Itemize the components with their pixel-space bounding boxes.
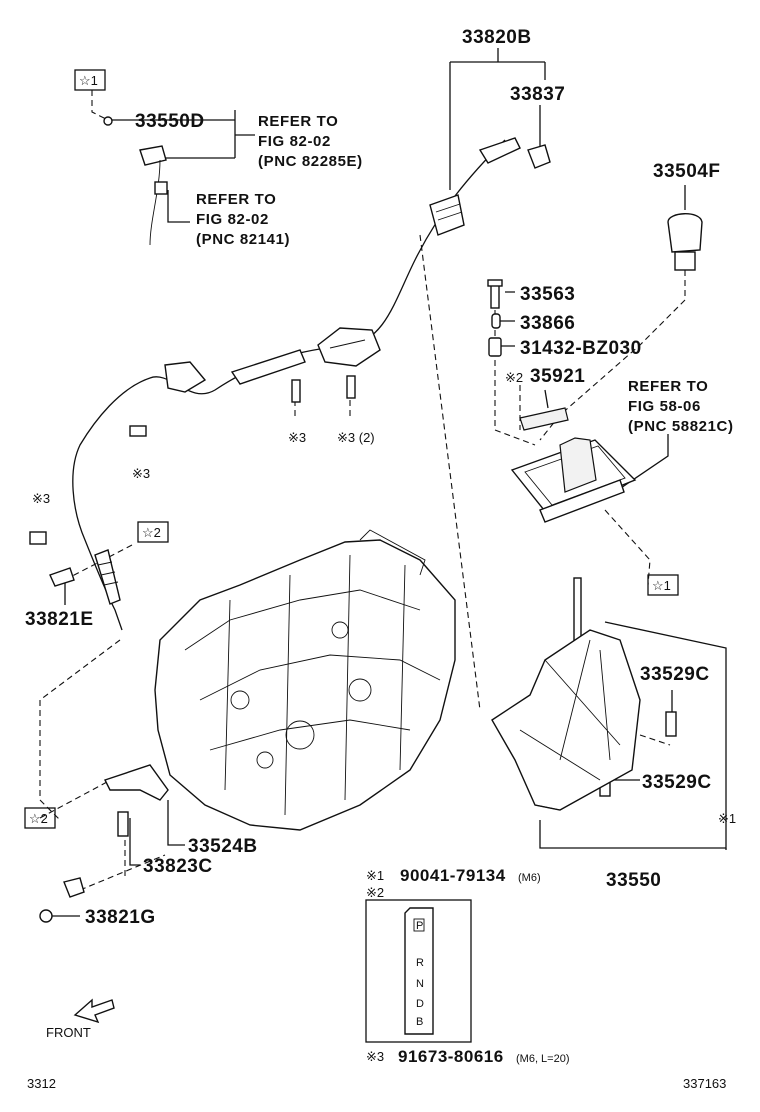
label-33837: 33837 (510, 84, 565, 105)
marker-kome2-35921: ※2 (505, 370, 523, 385)
label-33529C-upper: 33529C (640, 664, 710, 685)
marker-kome3-bolt-d: ※3 (32, 491, 50, 506)
marker-boxes (24, 69, 679, 829)
marker-star2-bracket: ☆2 (29, 811, 48, 826)
refer-58821C-line1: REFER TO (628, 378, 708, 395)
marker-star1-lever: ☆1 (652, 578, 671, 593)
label-31432-BZ030: 31432-BZ030 (520, 338, 642, 359)
label-33550: 33550 (606, 870, 661, 891)
front-arrow-icon (73, 998, 115, 1024)
marker-kome3-bolt-b: ※3 (2) (337, 430, 375, 445)
legend-k3-spec: (M6, L=20) (516, 1053, 570, 1065)
part-labels: 33820B 33837 33550D 33504F 33563 33866 3… (25, 27, 720, 928)
label-33524B: 33524B (188, 836, 258, 857)
label-33823C: 33823C (143, 856, 213, 877)
plate-letter-r: R (416, 957, 424, 969)
refer-82285E-line2: FIG 82-02 (258, 133, 331, 150)
label-33504F: 33504F (653, 161, 720, 182)
marker-star2-cable: ☆2 (142, 525, 161, 540)
legend-k2-mark: ※2 (366, 885, 384, 900)
legend-k1-mark: ※1 (366, 868, 384, 883)
shift-cable (72, 137, 521, 631)
marker-kome3-bolt-c: ※3 (132, 466, 150, 481)
refer-82141-line2: FIG 82-02 (196, 211, 269, 228)
legend-k1-part: 90041-79134 (400, 866, 506, 885)
plate-letter-b: B (416, 1016, 423, 1028)
refer-labels: REFER TO FIG 82-02 (PNC 82285E) REFER TO… (196, 113, 734, 435)
legend-plate (365, 899, 472, 1043)
corner-label-left: 3312 (27, 1076, 56, 1091)
legend-labels: ※1 90041-79134 (M6) ※2 ※3 91673-80616 (M… (366, 866, 570, 1066)
legend-k1-spec: (M6) (518, 872, 541, 884)
callout-lines (52, 48, 727, 917)
refer-58821C-line2: FIG 58-06 (628, 398, 701, 415)
legend-k3-mark: ※3 (366, 1049, 384, 1064)
label-33550D: 33550D (135, 111, 205, 132)
refer-82141-line1: REFER TO (196, 191, 276, 208)
shift-lever-assembly (491, 437, 641, 811)
corner-label-right: 337163 (683, 1076, 726, 1091)
marker-kome3-bolt-a: ※3 (288, 430, 306, 445)
label-33821G: 33821G (85, 907, 156, 928)
marker-labels: ☆1 ☆2 ☆1 ☆2 ※2 ※3 ※3 (2) ※3 ※3 ※1 (29, 73, 736, 826)
label-35921: 35921 (530, 366, 585, 387)
refer-82285E-line3: (PNC 82285E) (258, 153, 363, 170)
legend-k3-part: 91673-80616 (398, 1047, 504, 1066)
label-33821E: 33821E (25, 609, 94, 630)
label-33866: 33866 (520, 313, 575, 334)
marker-kome1-base: ※1 (718, 811, 736, 826)
refer-82141-line3: (PNC 82141) (196, 231, 290, 248)
label-33820B: 33820B (462, 27, 532, 48)
label-33563: 33563 (520, 284, 575, 305)
plate-letter-d: D (416, 998, 424, 1010)
refer-58821C-line3: (PNC 58821C) (628, 418, 734, 435)
label-33529C-lower: 33529C (642, 772, 712, 793)
refer-82285E-line1: REFER TO (258, 113, 338, 130)
plate-letter-n: N (416, 978, 424, 990)
plate-letter-p: P (416, 920, 423, 932)
marker-star1-top: ☆1 (79, 73, 98, 88)
transmission-housing (154, 529, 456, 831)
front-label: FRONT (46, 1025, 91, 1040)
